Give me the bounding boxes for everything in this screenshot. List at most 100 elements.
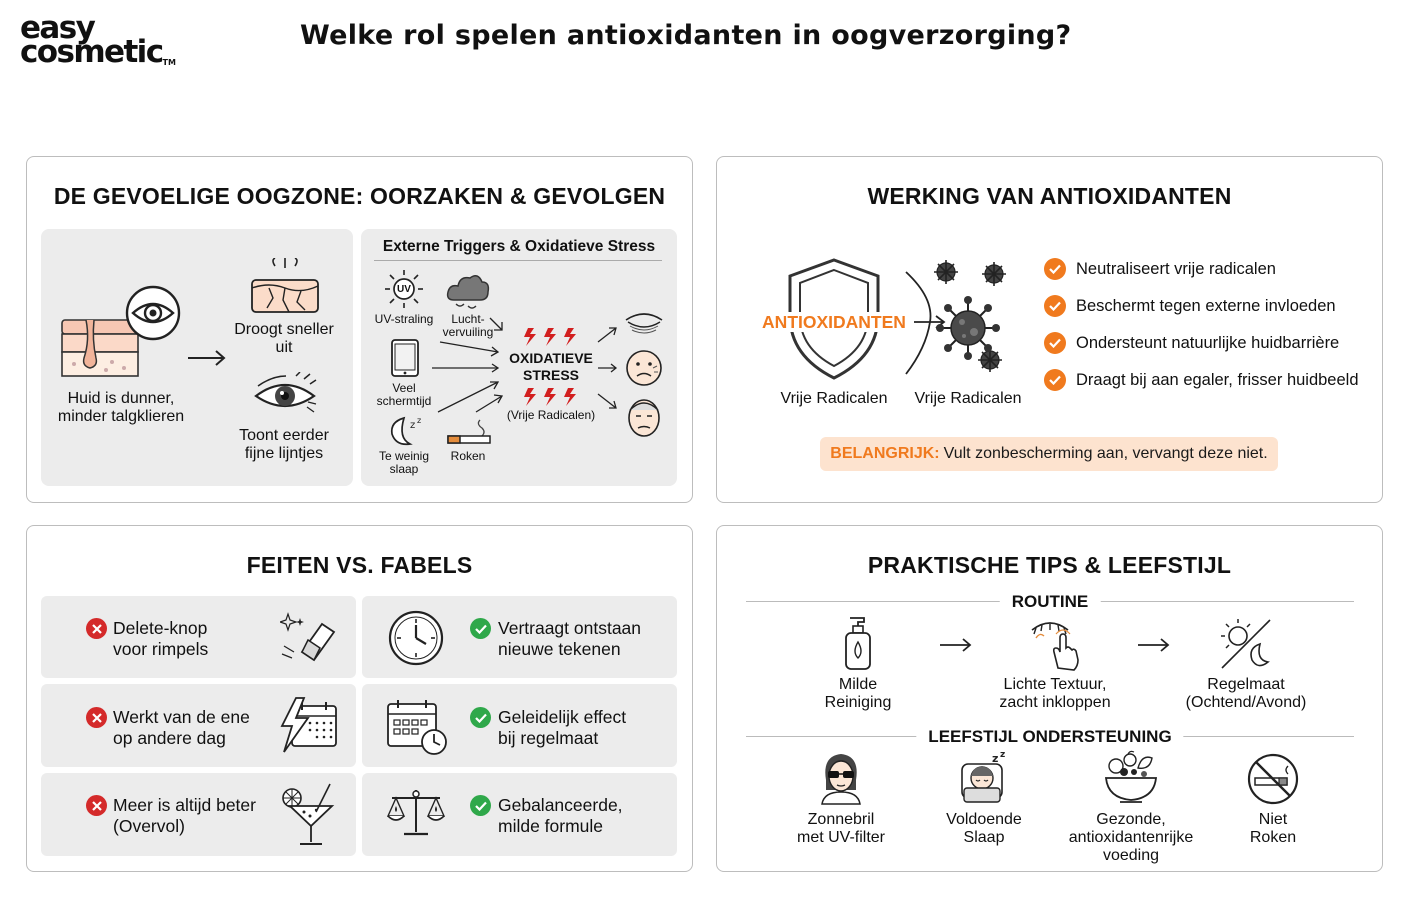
lifestyle-line-1: Zonnebril <box>807 811 875 828</box>
lifestyle-line-2: met UV-filter <box>796 829 886 846</box>
sleep-label: Te weinig slaap <box>368 450 440 476</box>
dry-label: Droogt sneller uit <box>228 321 340 357</box>
myth-line-1: Delete-knop <box>113 618 208 638</box>
svg-text:z: z <box>410 420 415 431</box>
lightning-icon <box>524 388 576 406</box>
routine-arrow-icon <box>1138 638 1170 652</box>
aged-face-icon <box>628 399 660 437</box>
pump-bottle-icon <box>845 617 871 670</box>
finger-tap-eye-icon <box>1031 622 1079 671</box>
cross-icon <box>86 795 107 816</box>
panel-tips-lifestyle: PRAKTISCHE TIPS & LEEFSTIJL <box>716 525 1383 872</box>
myth-line-1: Werkt van de ene <box>113 707 250 727</box>
check-icon <box>470 707 491 728</box>
lines-label-text: Toont eerder fijne lijntjes <box>239 427 329 462</box>
myth-line-2: voor rimpels <box>113 639 209 659</box>
benefit-text: Beschermt tegen externe invloeden <box>1076 296 1336 315</box>
sun-uv-icon <box>385 270 423 308</box>
lifestyle-line-1: Voldoende <box>946 811 1022 828</box>
cigarette-icon <box>447 419 491 444</box>
calendar-lightning-icon <box>280 697 337 753</box>
clock-icon <box>388 610 444 666</box>
myth-text: Meer is altijd beter(Overvol) <box>113 795 256 837</box>
lifestyle-line-2: Roken <box>1249 829 1297 846</box>
lightning-icon <box>524 328 576 346</box>
arrow-right-icon <box>188 350 226 366</box>
page-title: Welke rol spelen antioxidanten in oogver… <box>300 20 1072 51</box>
routine-label: Regelmaat(Ochtend/Avond) <box>1186 676 1307 712</box>
panel-antioxidant-title: WERKING VAN ANTIOXIDANTEN <box>867 183 1232 209</box>
free-radicals-caption-left: Vrije Radicalen <box>780 390 888 407</box>
fact-text: Gebalanceerde,milde formule <box>498 795 623 837</box>
lines-label: Toont eerder fijne lijntjes <box>225 427 343 463</box>
trigger-arrows <box>432 317 504 413</box>
tired-eye-icon <box>625 313 663 334</box>
benefit-text: Draagt bij aan egaler, frisser huidbeeld <box>1076 370 1359 389</box>
virus-icon <box>934 260 1006 372</box>
logo-line-2: cosmeticTM <box>20 37 190 68</box>
routine-line-1: Milde <box>838 676 878 693</box>
routine-line-2: zacht inkloppen <box>999 694 1111 711</box>
benefit-item: Beschermt tegen externe invloeden <box>1044 295 1336 317</box>
check-icon <box>1044 258 1066 280</box>
svg-text:z: z <box>1000 750 1005 760</box>
air-label: Lucht-vervuiling <box>436 313 500 339</box>
myth-line-2: op andere dag <box>113 728 226 748</box>
lifestyle-line-3: voeding <box>1102 847 1160 864</box>
sad-face-icon <box>626 350 662 386</box>
scale-icon <box>386 790 446 836</box>
cross-icon <box>86 707 107 728</box>
triggers-title: Externe Triggers & Oxidatieve Stress <box>382 238 656 255</box>
fact-line-2: milde formule <box>498 816 604 836</box>
fact-line-1: Geleidelijk effect <box>498 707 627 727</box>
benefit-item: Ondersteunt natuurlijke huidbarrière <box>1044 332 1339 354</box>
important-text: Vult zonbescherming aan, vervangt deze n… <box>943 445 1268 462</box>
screen-label: Veel schermtijd <box>368 382 440 408</box>
benefit-item: Draagt bij aan egaler, frisser huidbeeld <box>1044 369 1359 391</box>
cocktail-icon <box>282 783 335 845</box>
uv-label: UV-straling <box>374 312 434 326</box>
result-arrows <box>597 327 618 409</box>
moon-sleep-icon: z z <box>390 416 421 446</box>
fact-line-2: nieuwe tekenen <box>498 639 621 659</box>
lifestyle-line-2: Slaap <box>963 829 1005 846</box>
benefit-text: Ondersteunt natuurlijke huidbarrière <box>1076 333 1340 352</box>
panel-facts-title: FEITEN VS. FABELS <box>246 552 473 578</box>
logo-line-1: easy <box>20 10 96 46</box>
logo-trademark: TM <box>162 58 176 68</box>
important-label: BELANGRIJK: <box>830 445 940 462</box>
skin-thin-label-text: Huid is dunner, minder talgklieren <box>57 390 185 425</box>
wrinkled-eye-icon <box>254 372 317 413</box>
smog-cloud-icon <box>446 275 490 309</box>
benefit-text: Neutraliseert vrije radicalen <box>1076 259 1276 278</box>
lifestyle-heading: LEEFSTIJL ONDERSTEUNING <box>916 727 1184 747</box>
check-icon <box>1044 295 1066 317</box>
brand-logo: easy cosmeticTM <box>20 10 190 68</box>
fact-cell <box>362 773 677 856</box>
svg-text:z: z <box>992 752 998 765</box>
routine-line-2: (Ochtend/Avond) <box>1185 694 1307 711</box>
skin-thin-label: Huid is dunner, minder talgklieren <box>50 390 192 426</box>
routine-line-1: Regelmaat <box>1207 676 1285 693</box>
logo-line-2-text: cosmetic <box>20 34 164 71</box>
tablet-icon <box>391 339 419 377</box>
calendar-clock-icon <box>387 700 447 755</box>
myth-line-2: (Overvol) <box>113 816 185 836</box>
sleep-label-text: Te weinig slaap <box>378 449 430 476</box>
stress-label-2: STRESS <box>522 367 579 383</box>
eye-icon <box>125 285 181 341</box>
free-radicals-caption-right: Vrije Radicalen <box>914 390 1022 407</box>
stress-sub-label: (Vrije Radicalen) <box>506 408 596 422</box>
fact-line-2: bij regelmaat <box>498 728 599 748</box>
svg-text:z: z <box>417 416 421 425</box>
fact-line-1: Vertraagt ontstaan <box>498 618 642 638</box>
check-icon <box>1044 369 1066 391</box>
routine-arrow-icon <box>940 638 972 652</box>
